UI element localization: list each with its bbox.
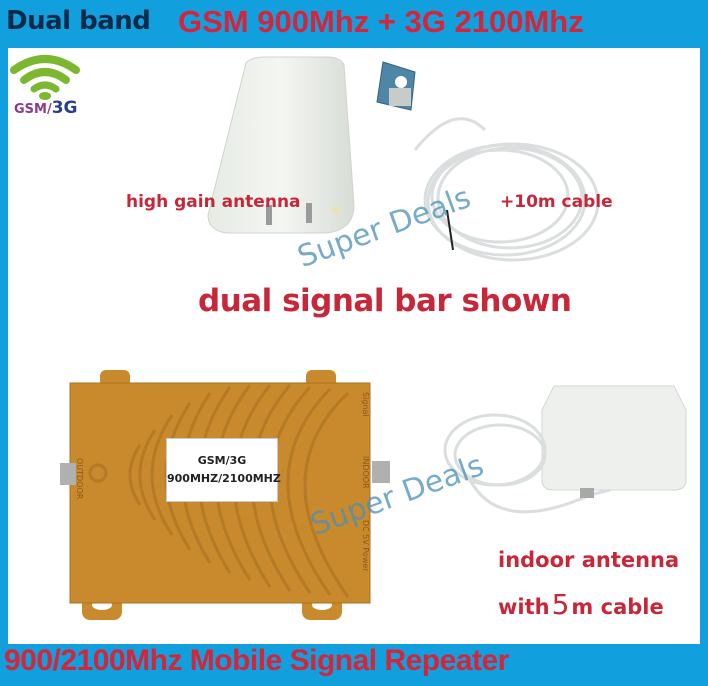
indoor-antenna-image (541, 385, 687, 491)
signal-side-text: Signal (361, 392, 370, 417)
label-dual-signal-bar: dual signal bar shown (198, 283, 572, 319)
with-text: with (498, 595, 550, 619)
five-text: 5 (551, 588, 570, 621)
label-high-gain-antenna: high gain antenna (126, 192, 301, 212)
header-dual-band: Dual band (6, 6, 151, 36)
repeater-frequency-label: GSM/3G 900MHZ/2100MHZ (166, 438, 281, 502)
header-frequency-title: GSM 900Mhz + 3G 2100Mhz (178, 4, 584, 39)
repeater-label-line2: 900MHZ/2100MHZ (167, 472, 281, 485)
label-with-5m-cable: with5m cable (498, 588, 664, 621)
port-indoor-text: INDOOR (361, 456, 370, 489)
power-side-text: DC 5V Power (361, 520, 370, 572)
footer-product-title: 900/2100Mhz Mobile Signal Repeater (4, 644, 509, 677)
label-10m-cable: +10m cable (500, 192, 613, 212)
badge-gsm-text: GSM/ (14, 102, 52, 117)
wifi-signal-icon (10, 55, 80, 100)
m-cable-text: m cable (571, 595, 664, 619)
cable-coil-5m-image (443, 413, 610, 514)
gsm-3g-badge: GSM/3G (14, 98, 78, 118)
port-outdoor-text: OUTDOOR (75, 458, 84, 500)
label-indoor-antenna: indoor antenna (498, 548, 680, 572)
cable-coil-10m-image (413, 117, 600, 262)
repeater-label-line1: GSM/3G (197, 454, 247, 467)
outdoor-antenna-image (207, 56, 355, 234)
mounting-bracket-image (376, 61, 416, 111)
badge-3g-text: 3G (51, 98, 78, 118)
